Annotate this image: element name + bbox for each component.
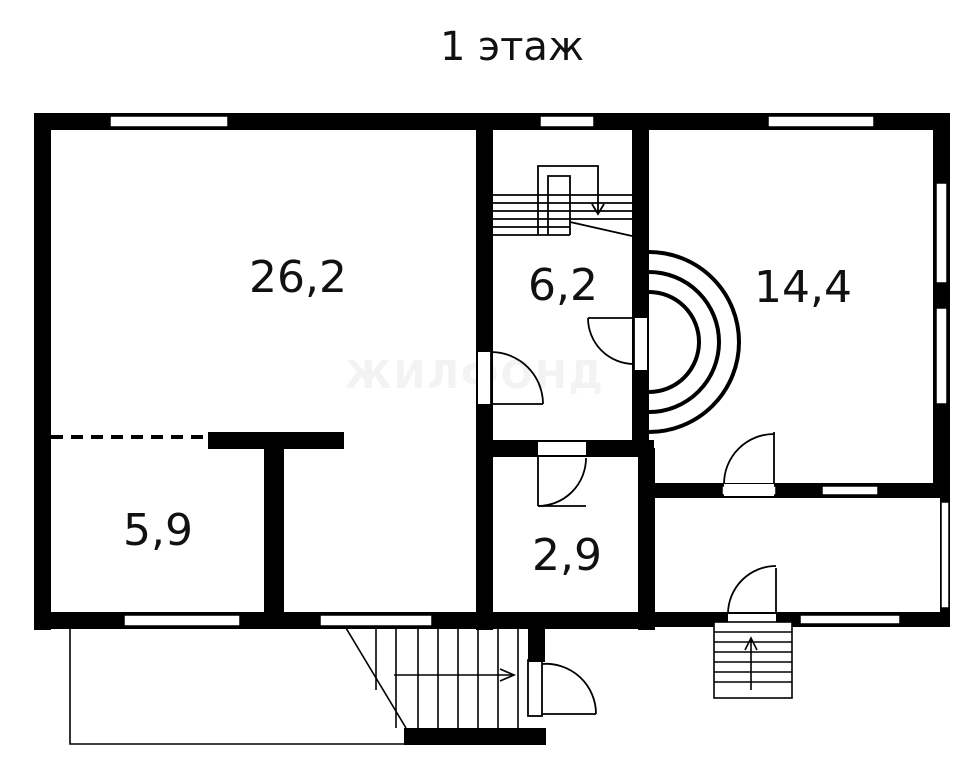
watermark-text: ЖИЛФОНД <box>345 353 605 397</box>
veranda-steps <box>713 621 793 699</box>
porch <box>69 627 546 745</box>
room-area-stair-hall: 6,2 <box>528 260 598 311</box>
spiral-stair <box>648 250 741 434</box>
floor-title: 1 этаж <box>440 24 584 70</box>
room-area-right-room: 14,4 <box>754 262 852 313</box>
room-area-small-left: 5,9 <box>123 505 193 556</box>
room-area-bath: 2,9 <box>532 530 602 581</box>
doors <box>478 317 777 717</box>
room-area-living: 26,2 <box>249 252 347 303</box>
stair-hall-stairs <box>493 165 633 237</box>
windows <box>109 115 950 627</box>
